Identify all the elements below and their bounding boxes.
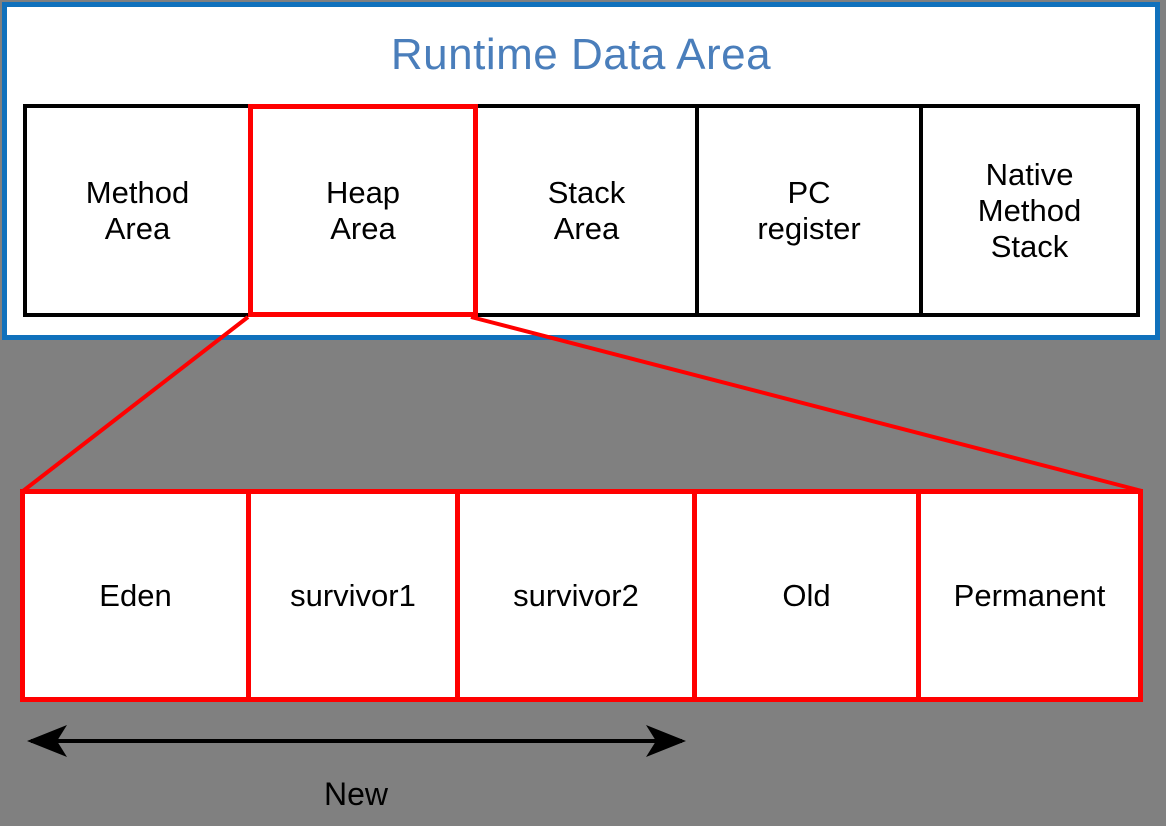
- memory-area-native-method-stack[interactable]: Native Method Stack: [919, 104, 1140, 317]
- heap-generation-eden[interactable]: Eden: [20, 489, 251, 702]
- memory-area-method-area[interactable]: Method Area: [23, 104, 252, 317]
- new-generation-label: New: [323, 776, 388, 812]
- heap-generation-survivor1[interactable]: survivor1: [246, 489, 460, 702]
- connector-line-left: [21, 315, 250, 493]
- heap-generation-box-row: Eden survivor1 survivor2 Old Permanent: [20, 489, 1143, 702]
- heap-generation-permanent[interactable]: Permanent: [916, 489, 1143, 702]
- memory-area-heap-area[interactable]: Heap Area: [248, 104, 478, 317]
- new-generation-span-arrow: [27, 725, 686, 757]
- connector-line-right: [470, 315, 1143, 493]
- runtime-area-box-row: Method Area Heap Area Stack Area PC regi…: [23, 104, 1140, 317]
- heap-generation-old[interactable]: Old: [692, 489, 921, 702]
- page-title: Runtime Data Area: [390, 30, 772, 79]
- heap-generation-survivor2[interactable]: survivor2: [455, 489, 697, 702]
- memory-area-pc-register[interactable]: PC register: [695, 104, 923, 317]
- memory-area-stack-area[interactable]: Stack Area: [474, 104, 699, 317]
